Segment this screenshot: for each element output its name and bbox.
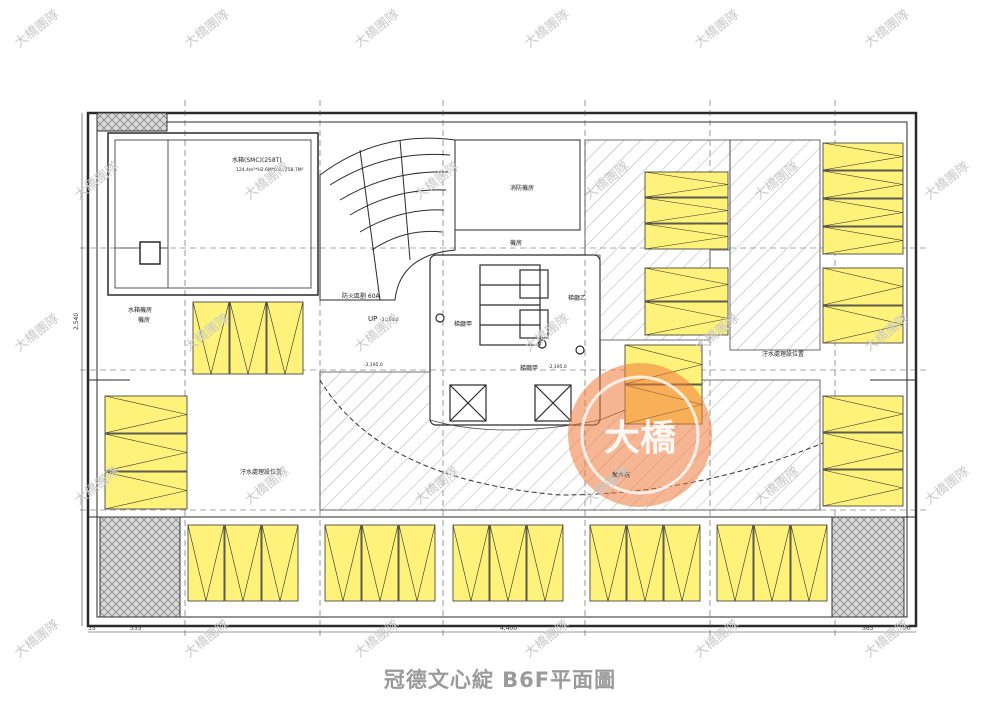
- parking-spot: [526, 524, 564, 602]
- water-tank-room: [107, 132, 319, 296]
- stair-label-a: 梯廳甲: [454, 320, 472, 328]
- dimension-lines: [81, 113, 916, 633]
- parking-spot: [261, 524, 299, 602]
- up-label: UP: [368, 315, 377, 323]
- dim-left: 2,540: [73, 313, 80, 330]
- parking-spot: [192, 301, 230, 375]
- dim-bottom-left: 555: [130, 625, 142, 632]
- dim-left-corner: 35: [88, 625, 96, 632]
- sewage-right-label: 汙水處理設位置: [762, 350, 804, 358]
- dim-bottom-center: 4,400: [500, 625, 517, 632]
- dim-bottom-right: 565: [862, 625, 874, 632]
- machine-room-label: 機房: [510, 239, 522, 247]
- parking-spot: [644, 223, 729, 250]
- fire-room-label: 消防機房: [510, 184, 534, 192]
- parking-spot: [644, 267, 729, 302]
- drain-label: 集水坑: [612, 471, 630, 479]
- pump-room-label: 水箱機房: [128, 306, 152, 314]
- level-c: -2,195.0: [548, 364, 567, 370]
- parking-spot: [589, 524, 627, 602]
- parking-spot: [489, 524, 527, 602]
- parking-spot: [822, 226, 904, 255]
- water-tank-label: 水箱(SMC)(258T): [232, 156, 282, 164]
- sewage-left-label: 汙水處理設位置: [240, 468, 282, 476]
- central-core: [429, 254, 601, 426]
- brick-top-left: [96, 112, 168, 132]
- level-a: -2,195.0: [380, 317, 399, 323]
- parking-spot: [452, 524, 490, 602]
- parking-spots: [104, 142, 904, 602]
- parking-spot: [644, 197, 729, 224]
- stair-label-c: 梯廳甲: [520, 364, 538, 372]
- parking-spot: [663, 524, 701, 602]
- dim-right-corner: 50: [903, 625, 911, 632]
- level-b: -2,195.0: [364, 362, 383, 368]
- brick-corner-bottom-right: [831, 516, 905, 618]
- parking-spot: [266, 301, 304, 375]
- pump-room-label-2: 機房: [138, 316, 150, 324]
- parking-spot: [324, 524, 362, 602]
- parking-spot: [229, 301, 267, 375]
- parking-spot: [822, 267, 904, 306]
- water-tank-spec: 124.4m²*H2.6M*0.8=258.7M³: [236, 167, 304, 173]
- stair-label-b: 梯廳乙: [568, 294, 586, 302]
- parking-spot: [822, 170, 904, 199]
- parking-spot: [753, 524, 791, 602]
- parking-spot: [104, 395, 188, 434]
- parking-spot: [790, 524, 828, 602]
- spiral-ramp: [319, 137, 456, 301]
- plan-caption: 冠德文心綻 B6F平面圖: [383, 668, 617, 692]
- parking-spot: [822, 395, 904, 433]
- fire-room: [454, 139, 581, 231]
- parking-spot: [822, 305, 904, 344]
- parking-spot: [187, 524, 225, 602]
- parking-spot: [822, 432, 904, 470]
- parking-spot: [822, 469, 904, 507]
- parking-spot: [822, 198, 904, 227]
- parking-spot: [104, 433, 188, 472]
- brand-logo: 大橋: [568, 363, 712, 507]
- curved-lane: [319, 379, 831, 496]
- parking-spot: [361, 524, 399, 602]
- parking-spot: [398, 524, 436, 602]
- logo-text: 大橋: [604, 418, 676, 459]
- parking-spot: [626, 524, 664, 602]
- parking-spot: [716, 524, 754, 602]
- parking-spot: [104, 471, 188, 510]
- brick-corner-bottom-left: [99, 516, 181, 618]
- ramp-lane: [729, 139, 821, 351]
- parking-spot: [224, 524, 262, 602]
- parking-spot: [822, 142, 904, 171]
- parking-spot: [644, 301, 729, 336]
- fire-partition-label: 防火區劃 60A: [342, 292, 381, 300]
- parking-spot: [644, 171, 729, 198]
